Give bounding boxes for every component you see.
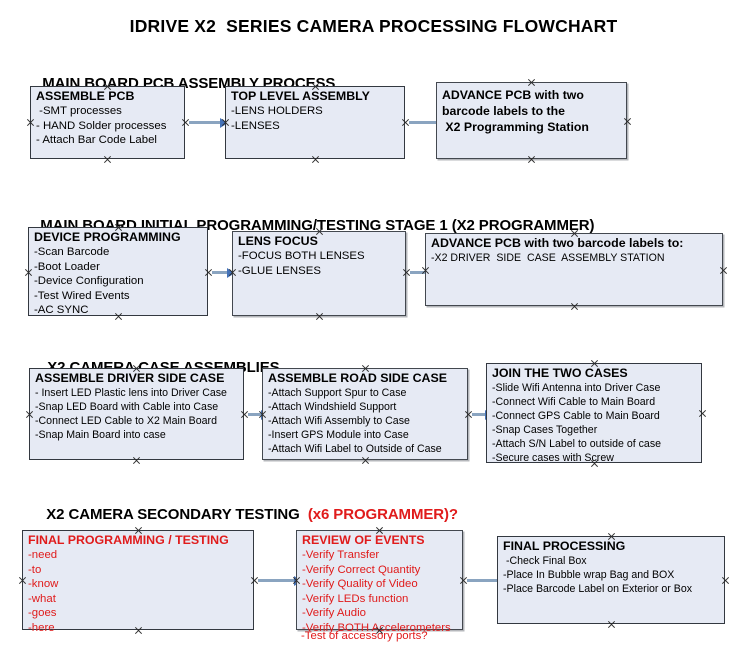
box-line: -Attach Wifi Assembly to Case [268, 415, 410, 427]
box-line: -Attach Wifi Label to Outside of Case [268, 443, 442, 455]
box-title: FINAL PROCESSING [503, 539, 626, 553]
box-line: -Connect GPS Cable to Main Board [492, 410, 660, 422]
box-line: -Device Configuration [34, 275, 144, 288]
box-title: DEVICE PROGRAMMING [34, 230, 181, 244]
process-box-review-of-events[interactable]: REVIEW OF EVENTS -Verify Transfer -Verif… [296, 530, 463, 634]
box-line: -Connect Wifi Cable to Main Board [492, 396, 656, 408]
section-heading-accent: (x6 PROGRAMMER)? [303, 506, 458, 523]
box-line: -Attach Support Spur to Case [268, 387, 407, 399]
box-line: -SMT processes [36, 105, 122, 117]
page-title: IDRIVE X2 SERIES CAMERA PROCESSING FLOWC… [129, 16, 618, 36]
box-line: -Verify Audio [302, 607, 366, 620]
box-line: -Verify BOTH Accelerometers [302, 621, 451, 634]
box-title: LENS FOCUS [238, 234, 318, 248]
box-line: -Check Final Box [503, 555, 587, 567]
box-title: TOP LEVEL ASSEMBLY [231, 89, 370, 103]
box-title: JOIN THE TWO CASES [492, 366, 628, 380]
box-line: -Verify Transfer [302, 549, 380, 561]
process-box-advance-pcb-driver-side-station[interactable]: ADVANCE PCB with two barcode labels to: … [425, 233, 723, 306]
box-line: -Secure cases with Screw [492, 452, 614, 464]
box-line: -Connect LED Cable to X2 Main Board [35, 415, 217, 427]
box-line: -FOCUS BOTH LENSES [238, 250, 365, 262]
box-line: X2 Programming Station [442, 120, 589, 134]
box-line: -Boot Loader [34, 260, 100, 273]
box-overflow-line: -Test of accessory ports? [301, 630, 428, 642]
box-line: -Insert GPS Module into Case [268, 429, 409, 441]
box-title: ADVANCE PCB with two [442, 88, 584, 102]
box-line: -Scan Barcode [34, 246, 110, 258]
box-line: -need [28, 549, 58, 561]
box-line: -here [28, 621, 55, 634]
section-heading-text: X2 CAMERA SECONDARY TESTING [46, 506, 304, 523]
box-line: -X2 DRIVER SIDE CASE ASSEMBLY STATION [431, 252, 665, 264]
box-line: -LENSES [231, 119, 280, 132]
box-line: -Snap Main Board into case [35, 429, 166, 441]
box-line: -to [28, 563, 42, 576]
box-line: -Verify LEDs function [302, 592, 409, 605]
box-line: -Verify Correct Quantity [302, 563, 421, 576]
box-line: - Insert LED Plastic lens into Driver Ca… [35, 387, 227, 399]
process-box-lens-focus[interactable]: LENS FOCUS -FOCUS BOTH LENSES -GLUE LENS… [232, 231, 406, 316]
process-box-top-level-assembly[interactable]: TOP LEVEL ASSEMBLY -LENS HOLDERS -LENSES [225, 86, 405, 159]
box-title: ASSEMBLE ROAD SIDE CASE [268, 371, 447, 385]
process-box-final-programming-testing[interactable]: FINAL PROGRAMMING / TESTING -need -to -k… [22, 530, 254, 634]
arrow-connector [248, 409, 269, 420]
process-box-join-the-two-cases[interactable]: JOIN THE TWO CASES -Slide Wifi Antenna i… [486, 363, 702, 464]
box-line: -GLUE LENSES [238, 264, 321, 277]
box-title: REVIEW OF EVENTS [302, 533, 425, 547]
box-line: - HAND Solder processes [36, 119, 167, 132]
box-line: -Verify Quality of Video [302, 578, 418, 591]
box-line: -Slide Wifi Antenna into Driver Case [492, 382, 661, 394]
box-line: -Place Barcode Label on Exterior or Box [503, 583, 693, 595]
process-box-final-processing[interactable]: FINAL PROCESSING -Check Final Box -Place… [497, 536, 725, 624]
box-line: - Attach Bar Code Label [36, 134, 157, 147]
box-line: -what [28, 592, 56, 605]
box-line: -know [28, 578, 59, 591]
process-box-assemble-driver-side-case[interactable]: ASSEMBLE DRIVER SIDE CASE - Insert LED P… [29, 368, 244, 460]
arrow-connector [472, 409, 493, 420]
box-line: -goes [28, 607, 57, 620]
box-title: ADVANCE PCB with two barcode labels to: [431, 236, 684, 250]
arrow-connector [467, 575, 505, 586]
process-box-device-programming[interactable]: DEVICE PROGRAMMING -Scan Barcode -Boot L… [28, 227, 208, 316]
box-line: -Snap LED Board with Cable into Case [35, 401, 219, 413]
box-line: -Attach S/N Label to outside of case [492, 438, 662, 450]
box-line: -Attach Windshield Support [268, 401, 397, 413]
box-title: FINAL PROGRAMMING / TESTING [28, 533, 229, 547]
box-title: ASSEMBLE PCB [36, 89, 135, 103]
box-line: -LENS HOLDERS [231, 105, 323, 117]
arrow-connector [258, 575, 302, 586]
arrow-connector [189, 117, 228, 128]
box-title: ASSEMBLE DRIVER SIDE CASE [35, 371, 225, 385]
box-line: -AC SYNC [34, 304, 89, 317]
section-heading-secondary-testing: X2 CAMERA SECONDARY TESTING (x6 PROGRAMM… [30, 489, 458, 540]
arrow-connector [212, 267, 235, 278]
process-box-assemble-pcb[interactable]: ASSEMBLE PCB -SMT processes - HAND Solde… [30, 86, 185, 159]
box-line: -Snap Cases Together [492, 424, 598, 436]
box-line: -Place In Bubble wrap Bag and BOX [503, 569, 675, 581]
box-line: -Test Wired Events [34, 289, 130, 302]
process-box-assemble-road-side-case[interactable]: ASSEMBLE ROAD SIDE CASE -Attach Support … [262, 368, 468, 460]
process-box-advance-pcb-programming-station[interactable]: ADVANCE PCB with two barcode labels to t… [436, 82, 627, 159]
box-line: barcode labels to the [442, 104, 565, 118]
